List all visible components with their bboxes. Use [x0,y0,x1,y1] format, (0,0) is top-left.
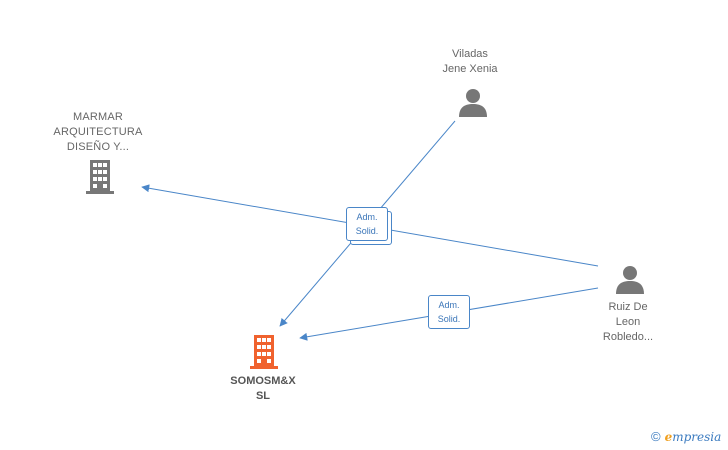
copyright-icon: © [651,429,661,444]
badge-line: Solid. [355,226,379,236]
person-label-viladas[interactable]: Viladas Jene Xenia [420,47,520,77]
label-line: Ruiz De [608,301,648,313]
brand-e: e [664,430,673,444]
badge-line: Solid. [437,314,461,324]
person-icon[interactable] [458,88,488,118]
edge-badge-adm-solid[interactable]: Adm. Solid. [346,207,388,241]
brand-name: mpresia [672,430,722,444]
company-label-marmar[interactable]: MARMAR ARQUITECTURA DISEÑO Y... [38,110,158,155]
badge-line: Adm. [438,300,460,310]
building-icon[interactable] [84,160,116,194]
label-line: Jene Xenia [442,63,498,75]
label-line: ARQUITECTURA [53,126,143,138]
company-label-somosmx[interactable]: SOMOSM&X SL [213,374,313,404]
label-line: SOMOSM&X [230,375,296,387]
brand-logo: ©empresia [651,429,721,444]
badge-line: Adm. [356,212,378,222]
label-line: MARMAR [72,111,124,123]
label-line: Leon [615,316,641,328]
building-icon-main[interactable] [248,335,280,369]
person-label-ruiz[interactable]: Ruiz De Leon Robledo... [578,300,678,345]
label-line: SL [255,390,271,402]
edge-badge-adm-solid[interactable]: Adm. Solid. [428,295,470,329]
label-line: Viladas [452,48,488,60]
label-line: DISEÑO Y... [66,141,130,153]
person-icon[interactable] [615,265,645,295]
label-line: Robledo... [602,331,654,343]
